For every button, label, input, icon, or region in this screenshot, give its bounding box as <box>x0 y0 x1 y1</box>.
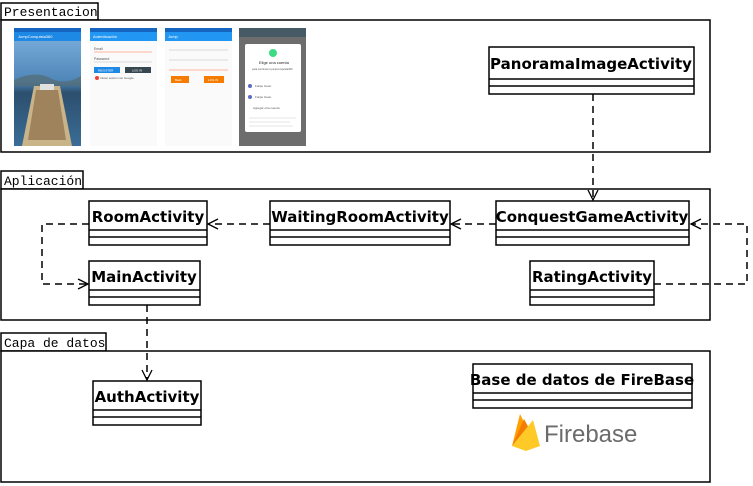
class-name: ConquestGameActivity <box>496 208 689 226</box>
class-rating-activity: RatingActivity <box>529 260 655 306</box>
svg-text:JumpConquista360: JumpConquista360 <box>18 34 53 39</box>
svg-text:Elige una cuenta: Elige una cuenta <box>259 60 290 65</box>
package-label: Aplicación <box>4 174 82 189</box>
dependency-rating-to-conquest <box>654 224 748 285</box>
class-main-activity: MainActivity <box>88 260 201 306</box>
class-name: Base de datos de FireBase <box>470 371 694 389</box>
svg-text:LOG IN: LOG IN <box>208 78 218 82</box>
class-conquest-game-activity: ConquestGameActivity <box>495 200 690 246</box>
screenshot-account-chooser: Elige una cuenta para continuar a jumpco… <box>239 28 306 146</box>
screenshot-login-view: Jump Back LOG IN <box>165 28 232 146</box>
dependencies <box>41 94 748 380</box>
firebase-wordmark: Firebase <box>544 421 637 448</box>
svg-text:LOG IN: LOG IN <box>132 69 142 73</box>
svg-text:Back: Back <box>175 78 182 82</box>
class-name: AuthActivity <box>95 388 200 406</box>
svg-text:Felipe Guan: Felipe Guan <box>255 95 272 99</box>
svg-text:Felipe Guan: Felipe Guan <box>255 84 272 88</box>
class-name: RatingActivity <box>532 268 652 286</box>
package-label: Presentacion <box>4 5 98 20</box>
firebase-logo: Firebase <box>512 414 637 451</box>
class-name: WaitingRoomActivity <box>271 208 449 226</box>
svg-text:Email: Email <box>94 47 103 51</box>
svg-text:Iniciar sesión con Google: Iniciar sesión con Google <box>100 76 134 80</box>
svg-text:Agregar otra cuenta: Agregar otra cuenta <box>253 106 280 110</box>
class-waiting-room-activity: WaitingRoomActivity <box>269 200 451 246</box>
class-room-activity: RoomActivity <box>88 200 208 246</box>
class-auth-activity: AuthActivity <box>92 380 202 426</box>
class-name: RoomActivity <box>92 208 205 226</box>
svg-text:para continuar a jumpconquista: para continuar a jumpconquista360 <box>252 67 293 71</box>
screenshot-panorama-view: JumpConquista360 <box>14 28 81 146</box>
svg-text:Autenticación: Autenticación <box>93 34 117 39</box>
screenshot-auth-view: Autenticación Email Password REGISTER LO… <box>90 28 157 146</box>
dependency-room-to-main <box>41 223 89 284</box>
svg-text:Password: Password <box>94 57 109 61</box>
class-panorama-image-activity: PanoramaImageActivity <box>488 46 695 95</box>
package-label: Capa de datos <box>4 336 105 351</box>
class-firebase-database: Base de datos de FireBase <box>470 363 694 409</box>
class-name: MainActivity <box>91 268 197 286</box>
class-name: PanoramaImageActivity <box>490 55 692 73</box>
svg-text:REGISTER: REGISTER <box>98 69 114 73</box>
svg-text:Jump: Jump <box>168 34 179 39</box>
